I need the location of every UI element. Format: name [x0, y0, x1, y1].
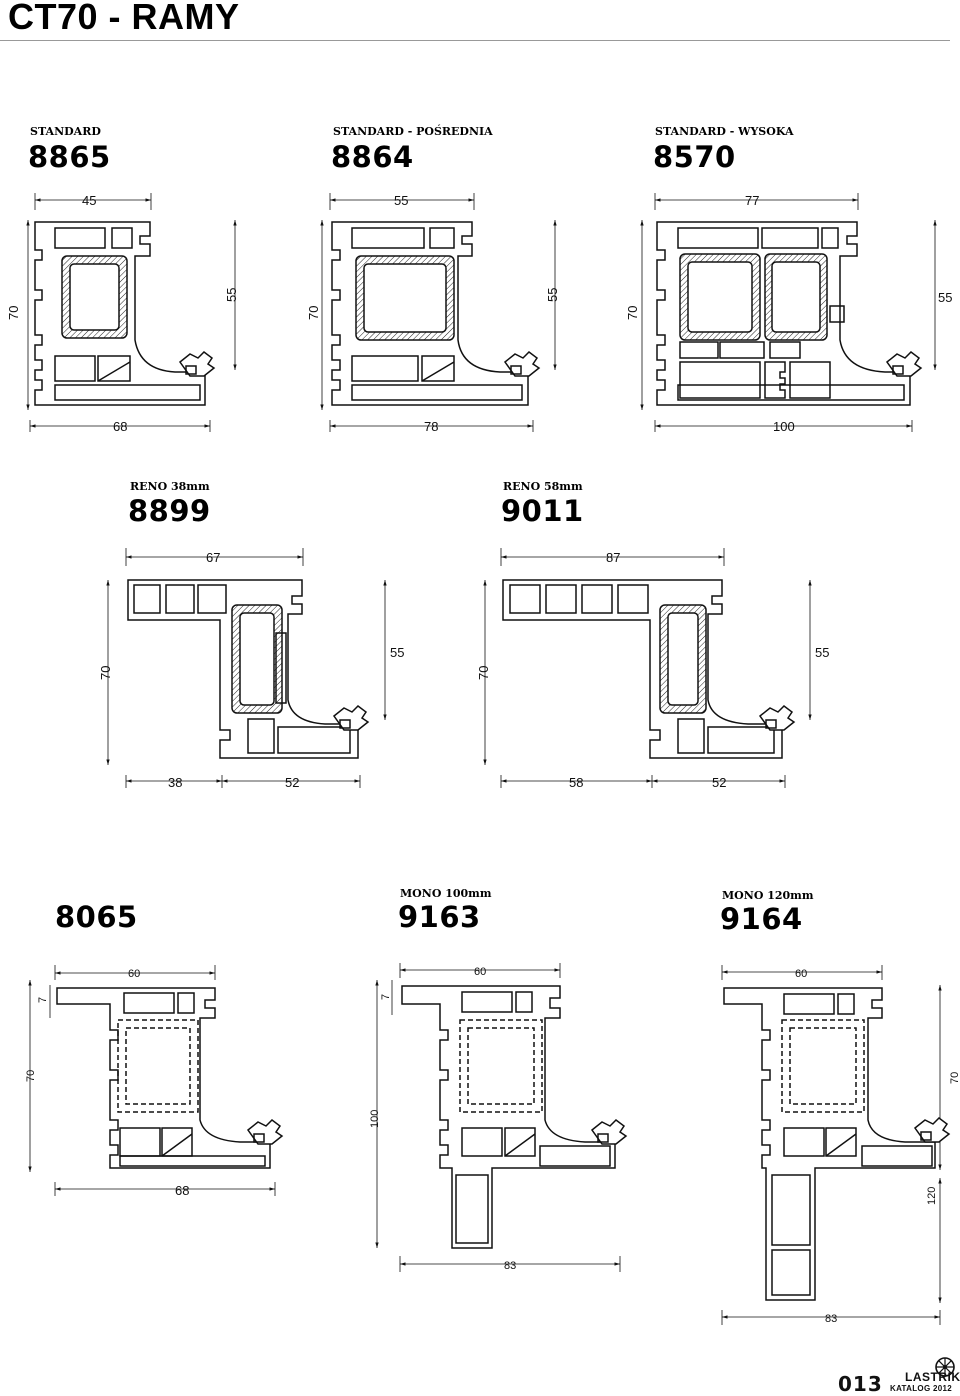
dim-height-8864: 70	[306, 306, 321, 320]
dim-bottom-8065: 68	[175, 1183, 189, 1198]
profile-drawing-9011: 87 70 55 58 52	[476, 548, 829, 790]
profile-code-8065: 8065	[55, 900, 138, 934]
title-divider	[0, 40, 950, 41]
dim-inner-8865: 55	[224, 288, 239, 302]
profile-code-8570: 8570	[653, 140, 736, 174]
dim-height-8865: 70	[6, 306, 21, 320]
profile-code-9011: 9011	[501, 494, 584, 528]
profile-name-standard-posrednia: STANDARD - POŚREDNIA	[333, 125, 493, 138]
profile-code-8864: 8864	[331, 140, 414, 174]
dim-small-9163: 7	[380, 994, 392, 1000]
profile-drawing-9163: 60 7 100 83	[369, 963, 628, 1272]
dim-bottom-left-9011: 58	[569, 775, 583, 790]
dim-height-9011: 70	[476, 666, 491, 680]
dimensions-8899	[106, 548, 387, 788]
dim-height-9163: 100	[369, 1110, 381, 1128]
profile-code-9164: 9164	[720, 902, 803, 936]
dim-height-9164: 120	[926, 1187, 938, 1205]
dim-top-9163: 60	[474, 966, 486, 978]
dimensions-8570	[640, 193, 937, 432]
profile-name-reno-58: RENO 58mm	[503, 480, 583, 493]
dimensions-8865	[26, 193, 237, 432]
dimensions-9011	[483, 548, 812, 788]
profile-name-standard-wysoka: STANDARD - WYSOKA	[655, 125, 794, 138]
dim-bottom-left-8899: 38	[168, 775, 182, 790]
page-number: 013	[838, 1372, 883, 1396]
dimensions-9164	[721, 965, 942, 1325]
dim-height-8065: 70	[25, 1070, 37, 1082]
dim-top-8899: 67	[206, 550, 220, 565]
dim-bottom-right-9011: 52	[712, 775, 726, 790]
dim-bottom-9163: 83	[504, 1260, 516, 1272]
profile-name-standard: STANDARD	[30, 125, 101, 138]
dim-inner-9011: 55	[815, 645, 829, 660]
brand-logo-text: LASTRIK	[905, 1370, 960, 1384]
dim-bottom-9164: 83	[825, 1313, 837, 1325]
profile-drawing-9164: 60 70 120 83	[721, 965, 960, 1325]
dim-height-8570: 70	[625, 306, 640, 320]
profile-code-8899: 8899	[128, 494, 211, 528]
profile-drawing-8899: 67 70 55 38 52	[98, 548, 404, 790]
profile-name-mono-100: MONO 100mm	[400, 887, 492, 900]
dim-top-9011: 87	[606, 550, 620, 565]
profile-name-mono-120: MONO 120mm	[722, 889, 814, 902]
dim-top-8865: 45	[82, 193, 96, 208]
dim-small-8065: 7	[37, 997, 49, 1003]
profile-code-8865: 8865	[28, 140, 111, 174]
profile-drawing-8570: 77 70 55 100	[625, 193, 952, 434]
dim-top-9164: 60	[795, 968, 807, 980]
dim-top-8570: 77	[745, 193, 759, 208]
dim-inner-8899: 55	[390, 645, 404, 660]
catalog-label: KATALOG 2012	[890, 1384, 952, 1393]
dim-bottom-8570: 100	[773, 419, 795, 434]
dim-inner-8570: 55	[938, 290, 952, 305]
profile-code-9163: 9163	[398, 900, 481, 934]
profile-drawing-8864: 55 70 55 78	[306, 193, 560, 434]
dimensions-8864	[320, 193, 557, 432]
profile-name-reno-38: RENO 38mm	[130, 480, 210, 493]
dim-height-right-9164: 70	[949, 1072, 960, 1084]
dim-top-8065: 60	[128, 968, 140, 980]
dim-bottom-8865: 68	[113, 419, 127, 434]
dim-inner-8864: 55	[545, 288, 560, 302]
dim-bottom-8864: 78	[424, 419, 438, 434]
dimensions-8065	[28, 965, 276, 1196]
brand-wheel-icon	[935, 1357, 955, 1377]
profile-drawing-8065: 60 7 70 68	[25, 965, 284, 1198]
page-title: CT70 - RAMY	[8, 0, 240, 37]
profile-drawing-8865: 45 70 55 68	[6, 193, 239, 434]
dim-height-8899: 70	[98, 666, 113, 680]
dim-bottom-right-8899: 52	[285, 775, 299, 790]
dim-top-8864: 55	[394, 193, 408, 208]
dimensions-9163	[375, 963, 621, 1272]
